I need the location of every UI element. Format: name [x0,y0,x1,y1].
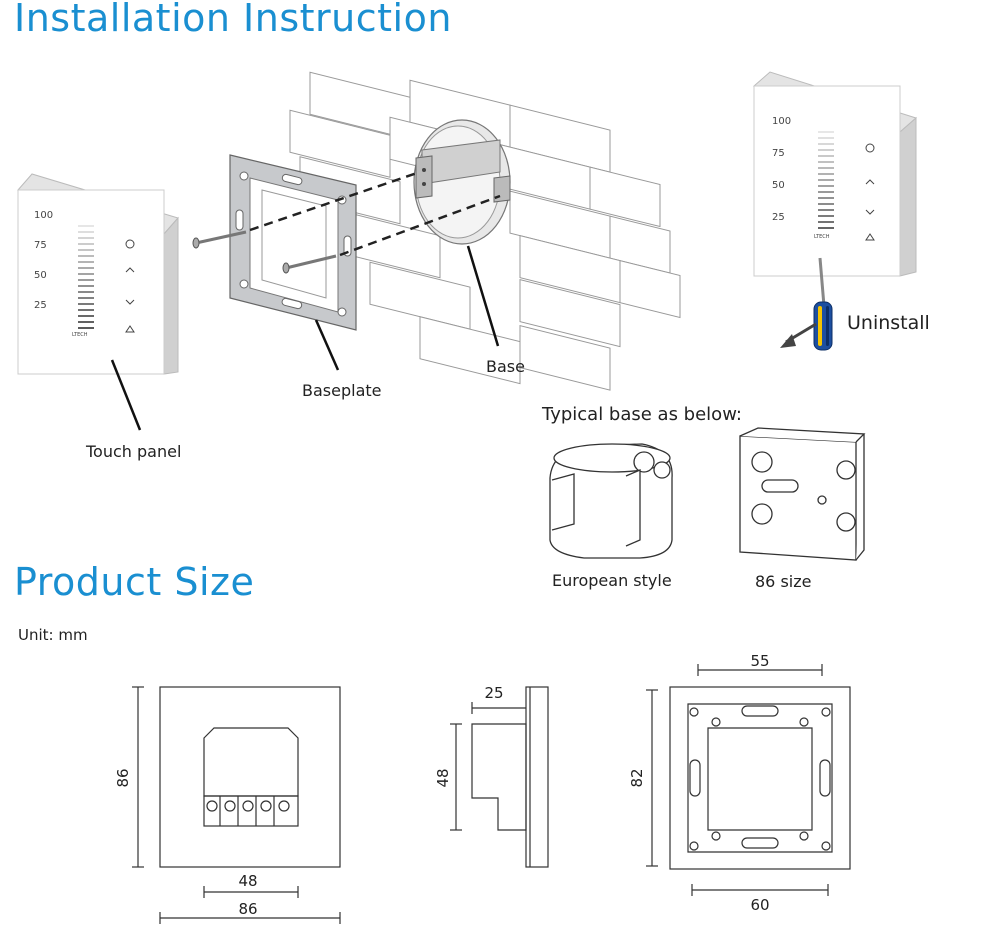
leader-lines [110,245,500,431]
power-icon [865,143,875,153]
scene-icon [865,233,875,241]
dim-side-depth: 25 [484,684,503,702]
box-86-size [739,427,866,561]
label-european-style: European style [552,571,672,590]
european-style-box [549,443,673,559]
dim-front-width: 86 [238,900,257,918]
label-86-size: 86 size [755,572,812,591]
panel-level-25: 25 [34,300,47,311]
panel2-level-100: 100 [772,116,791,127]
touch-panel-uninstall: 100 75 50 25 LTECH [753,71,917,277]
installation-title: Installation Instruction [14,0,452,40]
baseplate [229,154,357,331]
panel-level-100: 100 [34,210,53,221]
panel2-level-75: 75 [772,148,785,159]
side-view [450,686,549,868]
dim-back-height: 82 [628,768,646,787]
chevron-down-icon [865,209,875,215]
screwdriver-icon [780,257,833,351]
panel2-level-25: 25 [772,212,785,223]
panel-brand: LTECH [72,332,88,338]
chevron-down-icon [125,299,135,305]
panel2-brand: LTECH [814,234,830,240]
power-icon [125,239,135,249]
mounting-screws [192,170,501,274]
label-unit: Unit: mm [18,626,88,644]
base-box [413,119,511,245]
dim-back-bottom: 60 [750,896,769,914]
brick-wall [289,71,681,391]
front-view [132,686,341,924]
dim-side-height: 48 [434,768,452,787]
dim-front-height: 86 [114,768,132,787]
panel-slider [78,225,94,329]
scene-icon [125,325,135,333]
label-base: Base [486,357,525,376]
chevron-up-icon [865,179,875,185]
touch-panel: 100 75 50 25 LTECH [17,173,179,375]
dim-back-top: 55 [750,652,769,670]
chevron-up-icon [125,267,135,273]
panel-level-75: 75 [34,240,47,251]
label-uninstall: Uninstall [847,312,930,334]
label-baseplate: Baseplate [302,381,382,400]
panel2-level-50: 50 [772,180,785,191]
panel-level-50: 50 [34,270,47,281]
dim-front-inner: 48 [238,872,257,890]
back-view [646,664,851,896]
label-typical-base: Typical base as below: [542,404,742,425]
product-size-title: Product Size [14,560,255,604]
label-touch-panel: Touch panel [86,442,182,461]
